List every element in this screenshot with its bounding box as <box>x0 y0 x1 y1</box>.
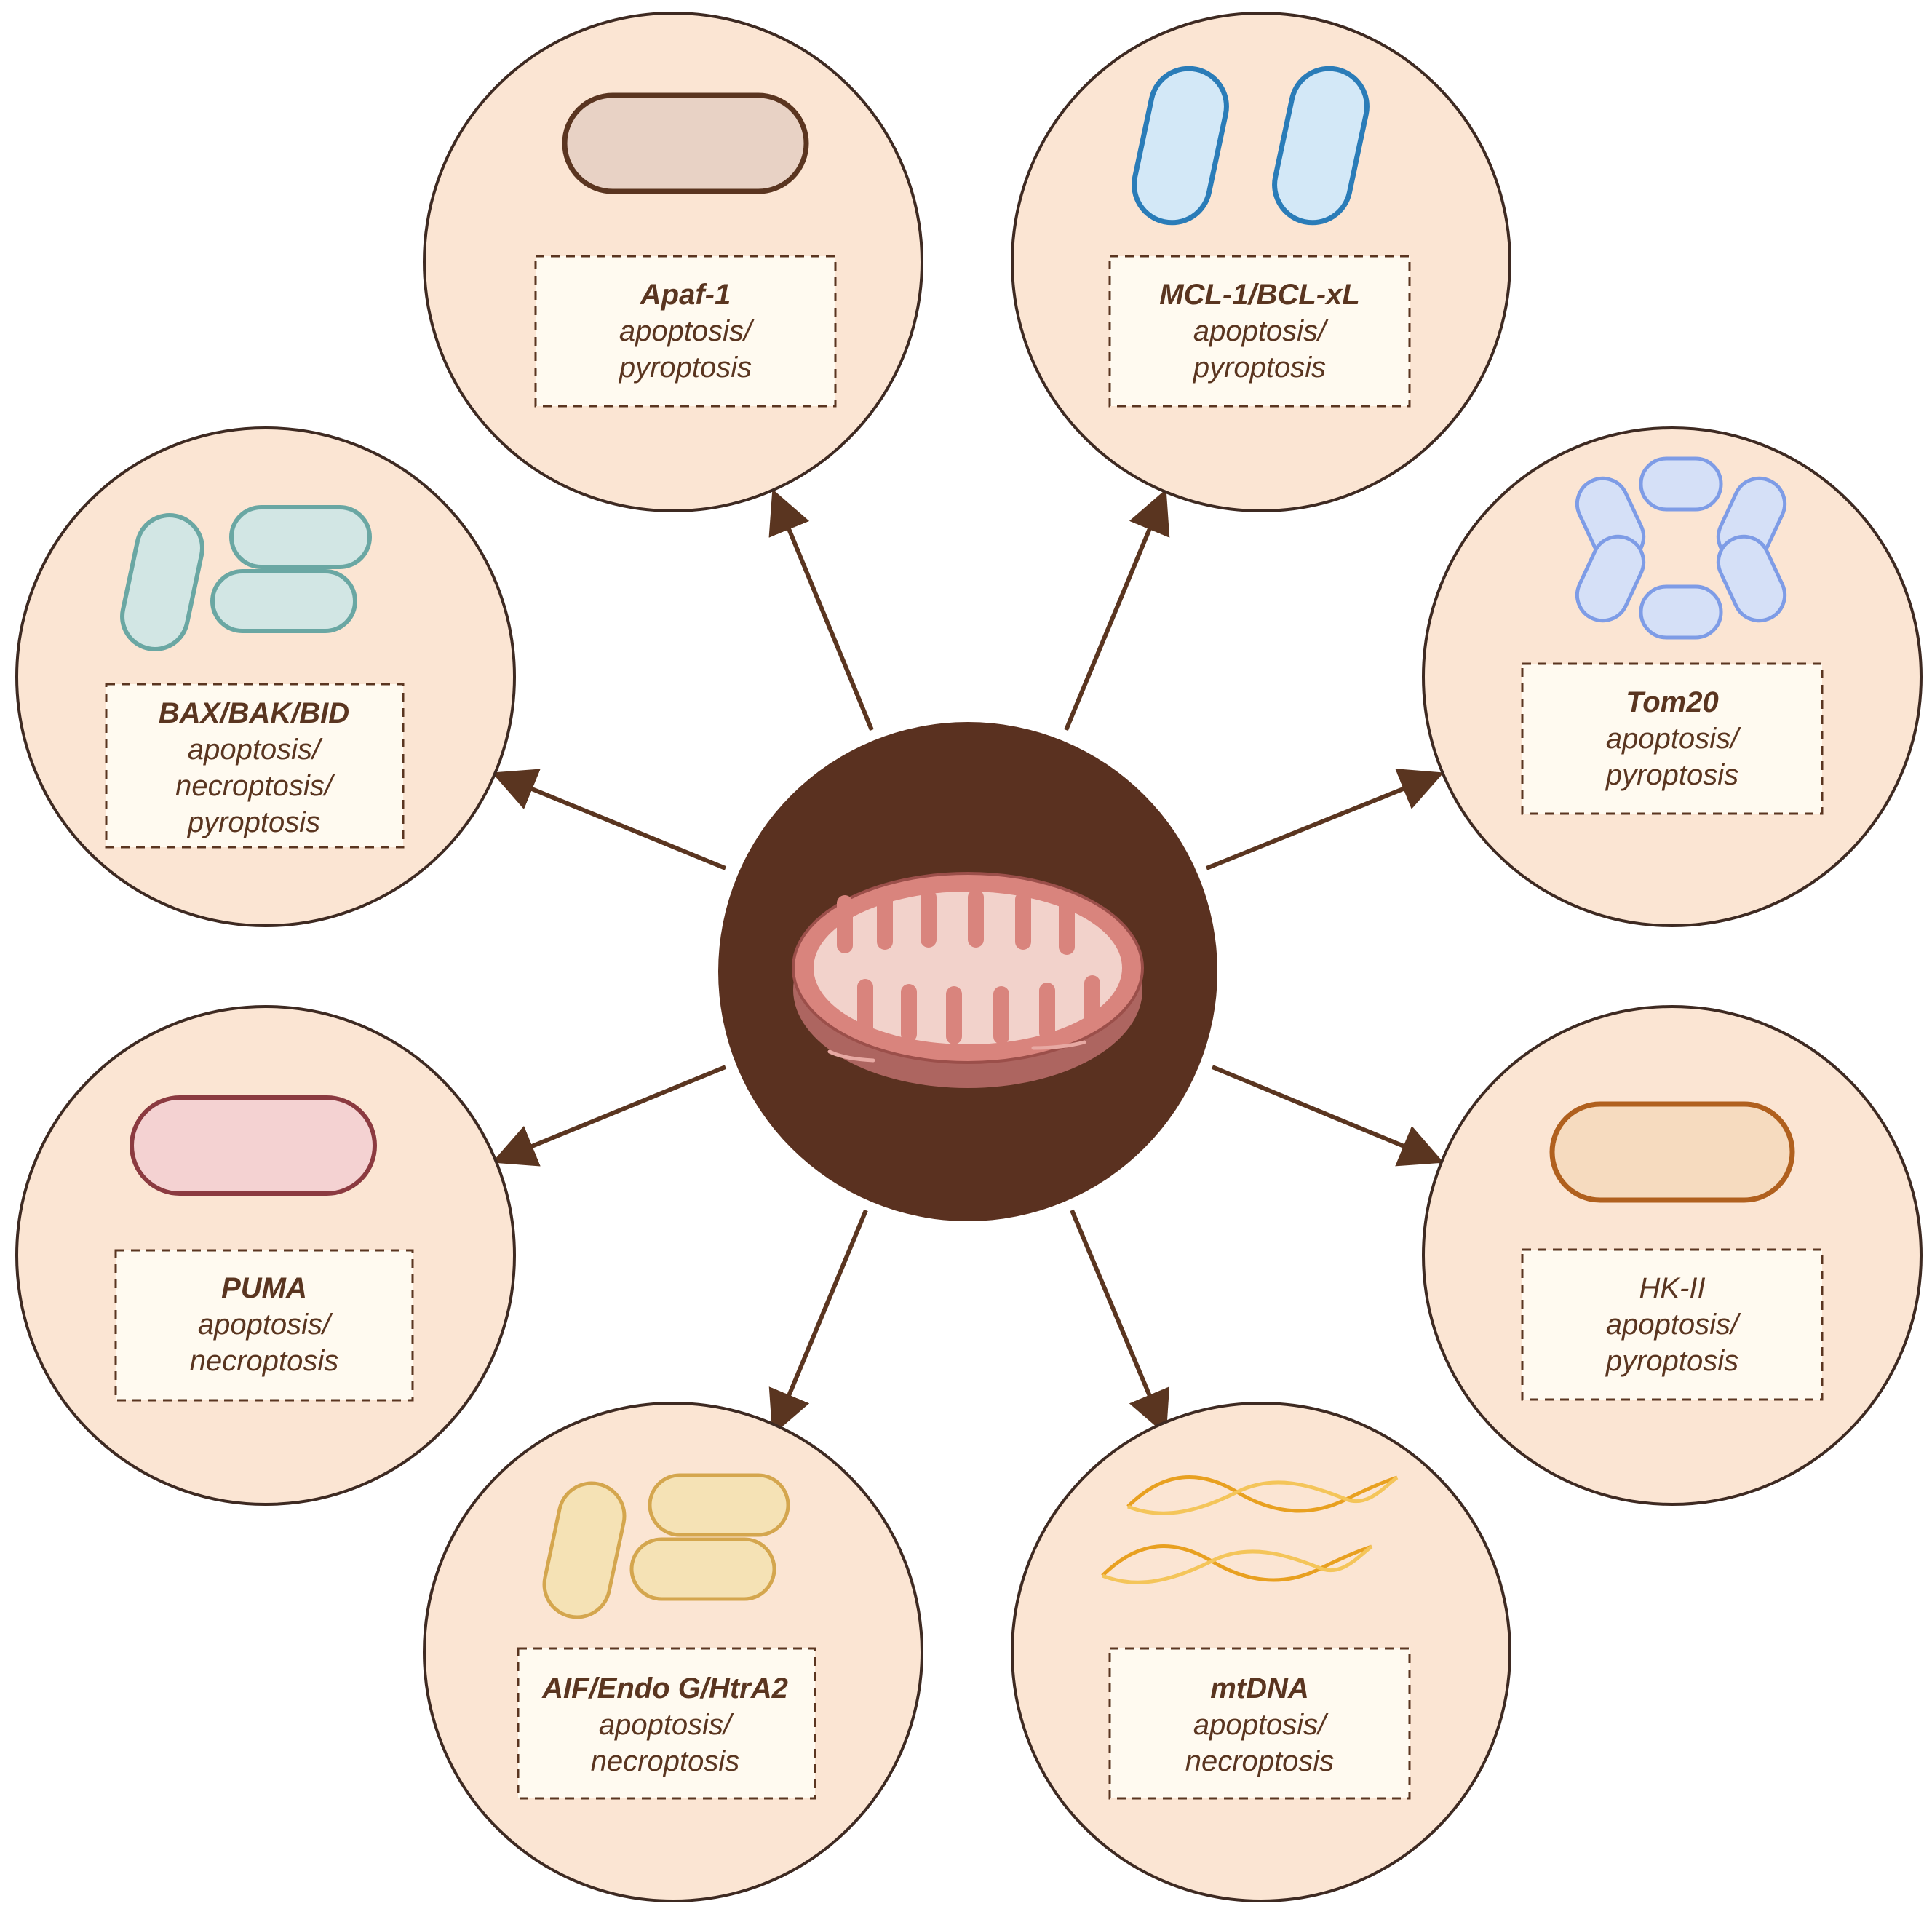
node-circle <box>15 426 516 927</box>
arrow-to-puma <box>491 1065 727 1167</box>
node-aif: AIF/Endo G/HtrA2 apoptosis/ necroptosis <box>423 1402 923 1902</box>
label-line-2: necroptosis <box>591 1745 740 1777</box>
triple-capsule-teal-icon <box>120 505 372 651</box>
label-name: mtDNA <box>1210 1672 1309 1704</box>
label-line-2: pyroptosis <box>1605 1345 1738 1377</box>
label-name: Tom20 <box>1626 686 1718 718</box>
node-hk2: HK-II apoptosis/ pyroptosis <box>1422 1005 1923 1506</box>
label-box <box>534 255 837 408</box>
label-box <box>105 683 405 849</box>
label-name: Apaf-1 <box>640 279 731 311</box>
label-name: PUMA <box>221 1272 307 1304</box>
node-puma: PUMA apoptosis/ necroptosis <box>15 1005 516 1506</box>
node-mtdna: mtDNA apoptosis/ necroptosis <box>1011 1402 1511 1902</box>
center-node <box>718 722 1217 1221</box>
node-tom20: Tom20 apoptosis/ pyroptosis <box>1422 426 1923 927</box>
label-line-1: apoptosis/ <box>1606 1309 1741 1341</box>
label-line-2: necroptosis <box>190 1345 339 1377</box>
arrow-to-aif <box>768 1209 868 1436</box>
arrow-to-tom20 <box>1205 769 1444 870</box>
dna-strands-icon <box>1101 1475 1399 1584</box>
hexamer-ring-icon <box>1575 456 1787 640</box>
twin-capsule-blue-icon <box>1132 66 1370 226</box>
label-name: HK-II <box>1639 1272 1705 1304</box>
label-box <box>1521 1248 1824 1401</box>
label-line-1: apoptosis/ <box>1606 723 1741 755</box>
label-line-1: apoptosis/ <box>188 734 323 766</box>
label-line-1: apoptosis/ <box>1193 1709 1329 1741</box>
label-box <box>1521 662 1824 815</box>
label-box <box>1108 1647 1411 1800</box>
triple-capsule-yellow-icon <box>542 1473 790 1619</box>
label-line-2: pyroptosis <box>619 352 752 384</box>
label-name: BAX/BAK/BID <box>159 697 349 729</box>
node-mcl1: MCL-1/BCL-xL apoptosis/ pyroptosis <box>1011 12 1511 512</box>
label-line-1: apoptosis/ <box>198 1309 333 1341</box>
label-line-1: apoptosis/ <box>619 315 755 347</box>
label-box <box>1108 255 1411 408</box>
label-box <box>517 1647 816 1800</box>
label-name: AIF/Endo G/HtrA2 <box>541 1672 788 1704</box>
arrow-to-apaf1 <box>768 488 874 731</box>
arrow-to-bax <box>491 769 727 870</box>
mitochondrion-icon <box>792 872 1144 1088</box>
label-line-1: apoptosis/ <box>599 1709 734 1741</box>
arrow-to-mtdna <box>1070 1209 1170 1436</box>
label-line-2: necroptosis/ <box>175 770 335 802</box>
label-line-2: pyroptosis <box>1605 759 1738 791</box>
label-line-2: necroptosis <box>1185 1745 1335 1777</box>
node-apaf1: Apaf-1 apoptosis/ pyroptosis <box>423 12 923 512</box>
label-name: MCL-1/BCL-xL <box>1159 279 1360 311</box>
arrow-to-hk2 <box>1211 1065 1444 1167</box>
arrows <box>491 488 1444 1436</box>
capsule-pink-icon <box>130 1095 377 1196</box>
arrow-to-mcl1 <box>1064 488 1170 731</box>
label-box <box>114 1249 414 1402</box>
label-line-3: pyroptosis <box>187 806 320 838</box>
label-line-1: apoptosis/ <box>1193 315 1329 347</box>
label-line-2: pyroptosis <box>1193 352 1326 384</box>
capsule-orange-icon <box>1549 1101 1795 1203</box>
node-bax: BAX/BAK/BID apoptosis/ necroptosis/ pyro… <box>15 426 516 927</box>
capsule-brown-icon <box>562 92 809 194</box>
